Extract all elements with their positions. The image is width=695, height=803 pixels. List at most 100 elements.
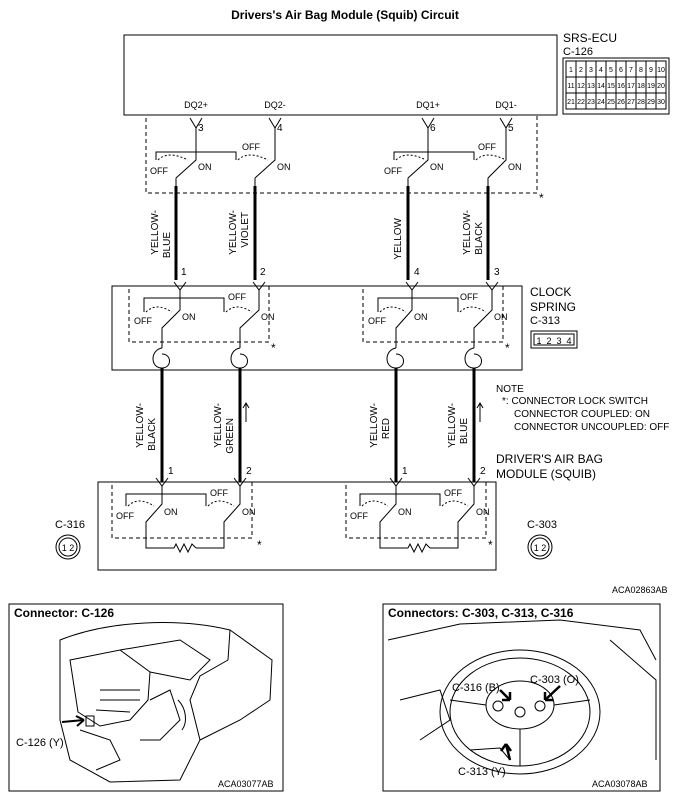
air-bag-module-box — [97, 481, 497, 571]
lower-wire-3-label-a: YELLOW- — [369, 403, 380, 448]
note-line-1: *: CONNECTOR LOCK SWITCH — [502, 396, 648, 407]
c126-pin-number: 17 — [627, 83, 635, 90]
svg-text:3: 3 — [556, 336, 561, 346]
note-line-2: CONNECTOR COUPLED: ON — [514, 409, 650, 420]
c126-pin-number: 16 — [617, 83, 625, 90]
abm-sw2-on: ON — [242, 507, 256, 517]
cs-switch-area-right — [362, 285, 504, 343]
abm-asterisk-right: * — [488, 538, 493, 552]
ecu-lock-asterisk: * — [539, 191, 544, 205]
cs-switches — [143, 281, 499, 348]
c316-connector-icon: 1 2 — [55, 534, 81, 560]
c126-pin-number: 20 — [657, 83, 665, 90]
upper-wire-4-label-b: BLACK — [474, 222, 485, 255]
abm-asterisk-left: * — [257, 538, 262, 552]
c126-pin-number: 23 — [587, 99, 595, 106]
abm-pin-1-left: 1 — [168, 466, 174, 477]
ecu-sw2-on: ON — [277, 162, 291, 172]
srs-ecu-box — [123, 34, 558, 116]
c126-pin-number: 24 — [597, 99, 605, 106]
abm-switch-area-right — [345, 481, 487, 539]
cs-pin-upper-4: 4 — [414, 267, 420, 278]
cs-sw1-on: ON — [182, 312, 196, 322]
c316-callout: C-316 (B) — [452, 682, 500, 694]
air-bag-module-label-1: DRIVER'S AIR BAG — [496, 452, 603, 466]
upper-wire-3-label-a: YELLOW — [393, 217, 404, 259]
c126-pin-number: 30 — [657, 99, 665, 106]
terminal-dq1-minus: DQ1- — [495, 100, 517, 110]
ecu-sw2-off: OFF — [242, 142, 260, 152]
cs-sw3-off: OFF — [368, 316, 386, 326]
ecu-pin-4: 4 — [277, 123, 283, 134]
inset-right-frame — [382, 603, 661, 792]
ecu-pins — [189, 117, 513, 140]
ecu-pin-3: 3 — [198, 123, 204, 134]
abm-pin-1-right: 1 — [402, 466, 408, 477]
lower-wire-labels: YELLOW- BLACK YELLOW- GREEN YELLOW- RED … — [135, 403, 470, 454]
ecu-sw4-on: ON — [508, 162, 522, 172]
c126-pin-number: 10 — [657, 67, 665, 74]
c126-pin-number: 6 — [619, 67, 623, 74]
ecu-switch-pair-2 — [393, 140, 507, 186]
lower-wire-2-label-a: YELLOW- — [213, 403, 224, 448]
c126-pin-number: 21 — [567, 99, 575, 106]
lower-wire-1-label-b: BLACK — [147, 418, 158, 451]
svg-text:4: 4 — [566, 336, 571, 346]
svg-text:1 2: 1 2 — [534, 543, 547, 553]
abm-sw4-off: OFF — [444, 488, 462, 498]
cs-sw2-on: ON — [261, 312, 275, 322]
cs-switch-area-left — [128, 285, 270, 343]
air-bag-module-label-2: MODULE (SQUIB) — [496, 467, 596, 481]
upper-wires — [174, 186, 490, 280]
c303-label: C-303 — [527, 519, 557, 531]
c126-pin-number: 11 — [567, 83, 574, 90]
cs-pin-upper-2: 2 — [260, 267, 266, 278]
ecu-sw1-on: ON — [198, 162, 212, 172]
terminal-dq2-plus: DQ2+ — [184, 100, 208, 110]
c126-pin-number: 5 — [609, 67, 613, 74]
diagram-title: Drivers's Air Bag Module (Squib) Circuit — [231, 8, 459, 22]
c313-connector-face: 1 2 3 4 — [530, 330, 578, 349]
inset-right-code: ACA03078AB — [592, 779, 648, 789]
svg-text:1 2: 1 2 — [62, 543, 75, 553]
c316-label: C-316 — [55, 519, 85, 531]
c126-pin-number: 28 — [637, 99, 645, 106]
c126-pin-number: 19 — [647, 83, 655, 90]
c126-callout: C-126 (Y) — [16, 737, 64, 749]
inset-right-title: Connectors: C-303, C-313, C-316 — [388, 606, 574, 620]
terminal-dq2-minus: DQ2- — [264, 100, 286, 110]
clock-spring-label-2: SPRING — [530, 300, 576, 314]
abm-sw3-on: ON — [398, 507, 412, 517]
cs-sw2-off: OFF — [228, 292, 246, 302]
c126-pin-number: 25 — [607, 99, 615, 106]
abm-switches — [125, 477, 481, 554]
terminal-dq1-plus: DQ1+ — [416, 100, 440, 110]
c126-pin-number: 13 — [587, 83, 595, 90]
c126-pin-number: 26 — [617, 99, 625, 106]
abm-sw1-on: ON — [164, 507, 178, 517]
c126-pin-number: 2 — [579, 67, 583, 74]
ecu-switch-area — [145, 114, 538, 194]
abm-pin-2-left: 2 — [246, 466, 252, 477]
c126-pin-number: 7 — [629, 67, 633, 74]
clock-spring-connector-label: C-313 — [530, 315, 560, 327]
abm-pin-2-right: 2 — [480, 466, 486, 477]
abm-sw4-on: ON — [476, 507, 490, 517]
ecu-sw3-off: OFF — [384, 166, 402, 176]
c126-pin-number: 12 — [577, 83, 585, 90]
c126-pin-number: 29 — [647, 99, 655, 106]
c303-callout: C-303 (O) — [530, 674, 579, 686]
c126-pin-cell — [655, 92, 667, 110]
c126-pin-number: 1 — [569, 67, 573, 74]
c126-pin-number: 4 — [599, 67, 603, 74]
c126-pin-number: 22 — [577, 99, 585, 106]
upper-wire-1-label-a: YELLOW- — [150, 210, 161, 255]
lower-wire-4-label-a: YELLOW- — [447, 403, 458, 448]
note-title: NOTE — [496, 384, 524, 395]
cs-sw4-on: ON — [494, 312, 508, 322]
c126-pin-number: 3 — [589, 67, 593, 74]
c126-pin-number: 14 — [597, 83, 605, 90]
lower-wire-3-label-b: RED — [381, 418, 392, 439]
